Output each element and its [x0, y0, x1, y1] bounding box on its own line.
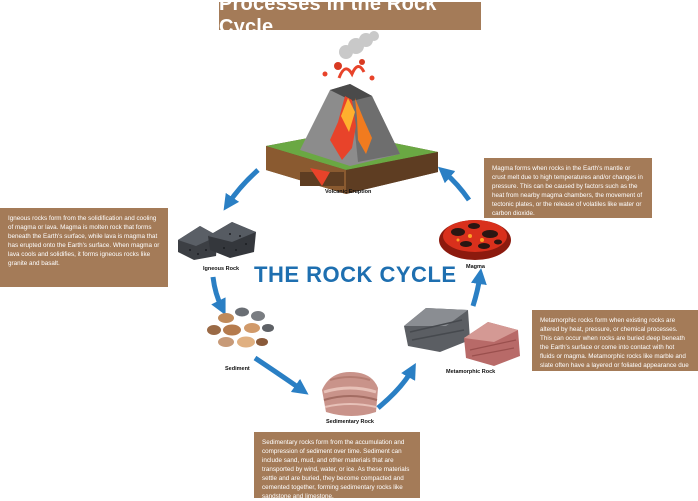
- igneous-rock-icon: [178, 222, 256, 260]
- sediment-icon: [207, 307, 274, 348]
- label-sedimentary-rock: Sedimentary Rock: [326, 419, 374, 425]
- label-sediment: Sediment: [225, 366, 250, 372]
- label-metamorphic-rock: Metamorphic Rock: [446, 369, 496, 375]
- sedimentary-description: Sedimentary rocks form from the accumula…: [254, 432, 420, 500]
- arrow-metamorphic-to-magma: [470, 268, 487, 307]
- page-title: Processes in the Rock Cycle: [219, 0, 481, 38]
- sedimentary-rock-icon: [322, 372, 378, 416]
- magma-icon: [439, 220, 511, 260]
- label-volcanic-eruption: Volcanic Eruption: [325, 189, 372, 195]
- label-magma: Magma: [466, 264, 485, 270]
- arrow-sedimentary-to-metamorphic: [376, 363, 416, 410]
- arrow-magma-to-volcano: [437, 166, 472, 202]
- center-title: THE ROCK CYCLE: [254, 262, 457, 287]
- igneous-description: Igneous rocks form from the solidificati…: [0, 208, 168, 287]
- label-igneous-rock: Igneous Rock: [203, 266, 240, 272]
- volcano-icon: [266, 31, 438, 194]
- arrow-sediment-to-sedimentary: [253, 355, 309, 395]
- arrow-igneous-to-sediment: [210, 276, 226, 316]
- metamorphic-rock-icon: [404, 308, 520, 366]
- magma-description: Magma forms when rocks in the Earth's ma…: [484, 158, 652, 218]
- arrow-volcano-to-igneous: [223, 168, 260, 211]
- cycle-arrows: [210, 166, 487, 410]
- metamorphic-description: Metamorphic rocks form when existing roc…: [532, 310, 698, 378]
